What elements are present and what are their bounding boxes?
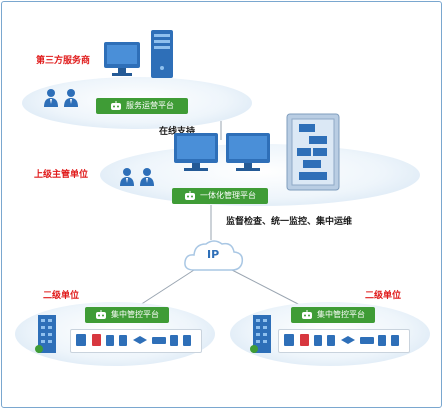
router-icon — [152, 337, 166, 344]
third-party-label: 第三方服务商 — [36, 56, 91, 66]
building-icon — [35, 315, 56, 353]
ops-platform-label: 服务运营平台 — [126, 101, 174, 110]
supervision-label: 监督检查、统一监控、集中运维 — [226, 217, 353, 227]
robot-icon — [302, 310, 312, 319]
online-support-label: 在线支持 — [159, 127, 196, 137]
device-icon — [170, 335, 178, 346]
firewall-icon — [92, 334, 101, 346]
document-icon — [76, 334, 86, 346]
person-icon — [44, 89, 78, 107]
unified-platform-label: 一体化管理平台 — [200, 191, 256, 200]
device-icon — [106, 335, 114, 346]
robot-icon — [111, 101, 121, 110]
device-icon — [327, 335, 335, 346]
server-tower-icon — [151, 30, 173, 78]
switch-icon — [341, 336, 355, 344]
ip-label: IP — [207, 248, 220, 261]
central-right-badge: 集中管控平台 — [291, 307, 375, 323]
device-row-right — [284, 334, 399, 346]
secondary-right-label: 二级单位 — [365, 291, 402, 301]
monitor-icon — [174, 133, 218, 171]
central-left-badge: 集中管控平台 — [85, 307, 169, 323]
robot-icon — [96, 310, 106, 319]
person-icon — [120, 168, 154, 186]
document-icon — [284, 334, 294, 346]
central-left-label: 集中管控平台 — [111, 310, 159, 319]
device-icon — [183, 335, 191, 346]
cloud-icon — [184, 240, 244, 271]
monitor-icon — [226, 133, 270, 171]
device-icon — [119, 335, 127, 346]
central-right-label: 集中管控平台 — [317, 310, 365, 319]
device-icon — [378, 335, 386, 346]
router-icon — [360, 337, 374, 344]
server-rack-icon — [286, 113, 340, 191]
switch-icon — [133, 336, 147, 344]
device-icon — [391, 335, 399, 346]
monitor-icon — [104, 42, 140, 76]
superior-label: 上级主管单位 — [34, 170, 89, 180]
firewall-icon — [300, 334, 309, 346]
device-icon — [314, 335, 322, 346]
robot-icon — [185, 191, 195, 200]
secondary-left-label: 二级单位 — [43, 291, 80, 301]
device-row-left — [76, 334, 191, 346]
unified-platform-badge: 一体化管理平台 — [172, 188, 268, 204]
building-icon — [250, 315, 271, 353]
ops-platform-badge: 服务运营平台 — [96, 98, 188, 114]
